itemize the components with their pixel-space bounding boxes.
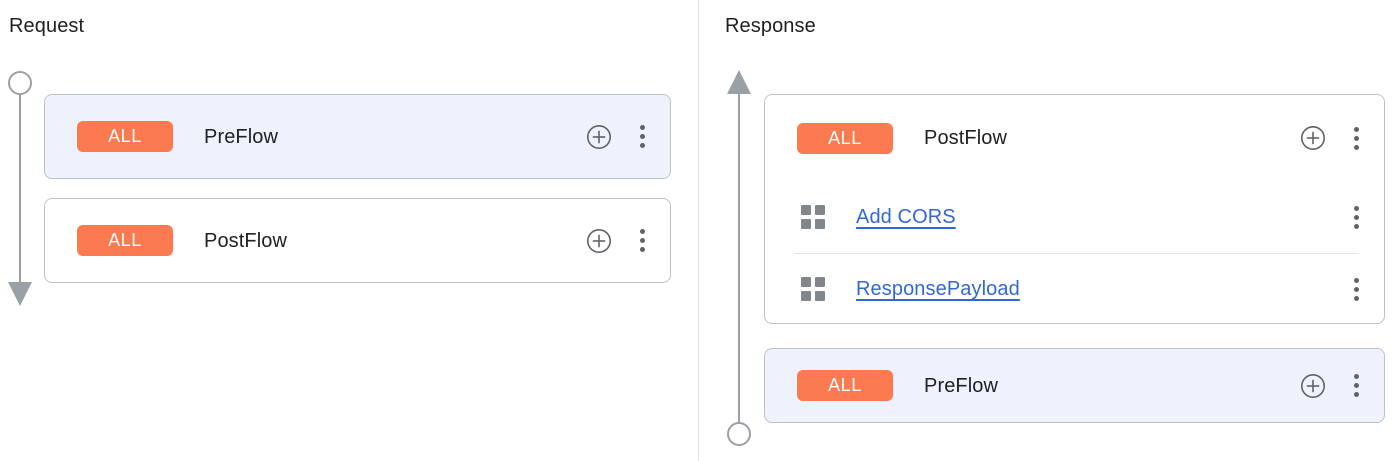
more-vert-icon[interactable] — [632, 124, 652, 150]
verb-badge: ALL — [77, 225, 173, 256]
policy-actions — [1346, 276, 1366, 302]
add-circle-icon[interactable] — [586, 228, 612, 254]
flow-card-title: PreFlow — [204, 125, 279, 148]
grid-square — [815, 219, 825, 229]
grid-square — [801, 219, 811, 229]
policy-actions — [1346, 204, 1366, 230]
grid-square — [801, 291, 811, 301]
response-flow-card-stack: ALL PostFlow — [764, 94, 1385, 423]
flow-card-actions — [586, 228, 652, 254]
more-vert-icon[interactable] — [632, 228, 652, 254]
flow-card-header: ALL PreFlow — [45, 95, 670, 178]
kebab-dot — [639, 238, 645, 243]
flow-card-response-postflow[interactable]: ALL PostFlow — [764, 94, 1385, 324]
kebab-dot — [639, 229, 645, 234]
kebab-dot — [1353, 286, 1359, 292]
verb-badge: ALL — [797, 370, 893, 401]
flow-card-response-preflow[interactable]: ALL PreFlow — [764, 348, 1385, 423]
more-vert-icon[interactable] — [1346, 125, 1366, 151]
more-vert-icon[interactable] — [1346, 276, 1366, 302]
flow-card-header: ALL PreFlow — [765, 349, 1384, 422]
more-vert-icon[interactable] — [1346, 204, 1366, 230]
kebab-dot — [1353, 144, 1359, 150]
response-flow-direction-arrow — [719, 68, 759, 448]
verb-badge: ALL — [77, 121, 173, 152]
grid-square — [815, 205, 825, 215]
policy-grid-icon — [801, 205, 825, 229]
flow-card-request-postflow[interactable]: ALL PostFlow — [44, 198, 671, 283]
kebab-dot — [1353, 383, 1359, 388]
grid-square — [815, 291, 825, 301]
kebab-dot — [639, 125, 645, 130]
kebab-dot — [1353, 277, 1359, 283]
flow-card-header: ALL PostFlow — [765, 95, 1384, 181]
flow-card-actions — [586, 124, 652, 150]
request-panel-title: Request — [9, 15, 85, 37]
panel-divider — [698, 0, 699, 461]
request-panel: Request ALL PreFlow — [0, 15, 671, 308]
request-flow-card-stack: ALL PreFlow — [44, 94, 671, 283]
kebab-dot — [639, 134, 645, 139]
policy-grid-icon — [801, 277, 825, 301]
add-circle-icon[interactable] — [1300, 373, 1326, 399]
flow-card-actions — [1300, 373, 1366, 399]
grid-square — [815, 277, 825, 287]
flow-card-title: PostFlow — [924, 127, 1008, 149]
kebab-dot — [1353, 223, 1359, 229]
more-vert-icon[interactable] — [1346, 373, 1366, 399]
policy-row[interactable]: Add CORS — [765, 181, 1384, 253]
policy-link-add-cors[interactable]: Add CORS — [856, 206, 956, 228]
policy-row[interactable]: ResponsePayload — [765, 253, 1384, 325]
kebab-dot — [639, 143, 645, 148]
policy-link-responsepayload[interactable]: ResponsePayload — [856, 278, 1020, 300]
request-flow-direction-arrow — [0, 68, 40, 308]
kebab-dot — [1353, 214, 1359, 220]
kebab-dot — [639, 247, 645, 252]
kebab-dot — [1353, 205, 1359, 211]
grid-square — [801, 277, 811, 287]
verb-badge: ALL — [797, 122, 893, 154]
response-panel-title: Response — [725, 15, 816, 37]
flow-card-request-preflow[interactable]: ALL PreFlow — [44, 94, 671, 179]
add-circle-icon[interactable] — [586, 124, 612, 150]
grid-square — [801, 205, 811, 215]
response-panel: Response — [699, 0, 1393, 461]
flow-card-actions — [1300, 125, 1366, 151]
flow-card-title: PostFlow — [204, 229, 288, 252]
add-circle-icon[interactable] — [1300, 125, 1326, 151]
kebab-dot — [1353, 374, 1359, 379]
kebab-dot — [1353, 126, 1359, 132]
flow-card-title: PreFlow — [924, 374, 999, 397]
kebab-dot — [1353, 392, 1359, 397]
flow-card-header: ALL PostFlow — [45, 199, 670, 282]
kebab-dot — [1353, 295, 1359, 301]
kebab-dot — [1353, 135, 1359, 141]
